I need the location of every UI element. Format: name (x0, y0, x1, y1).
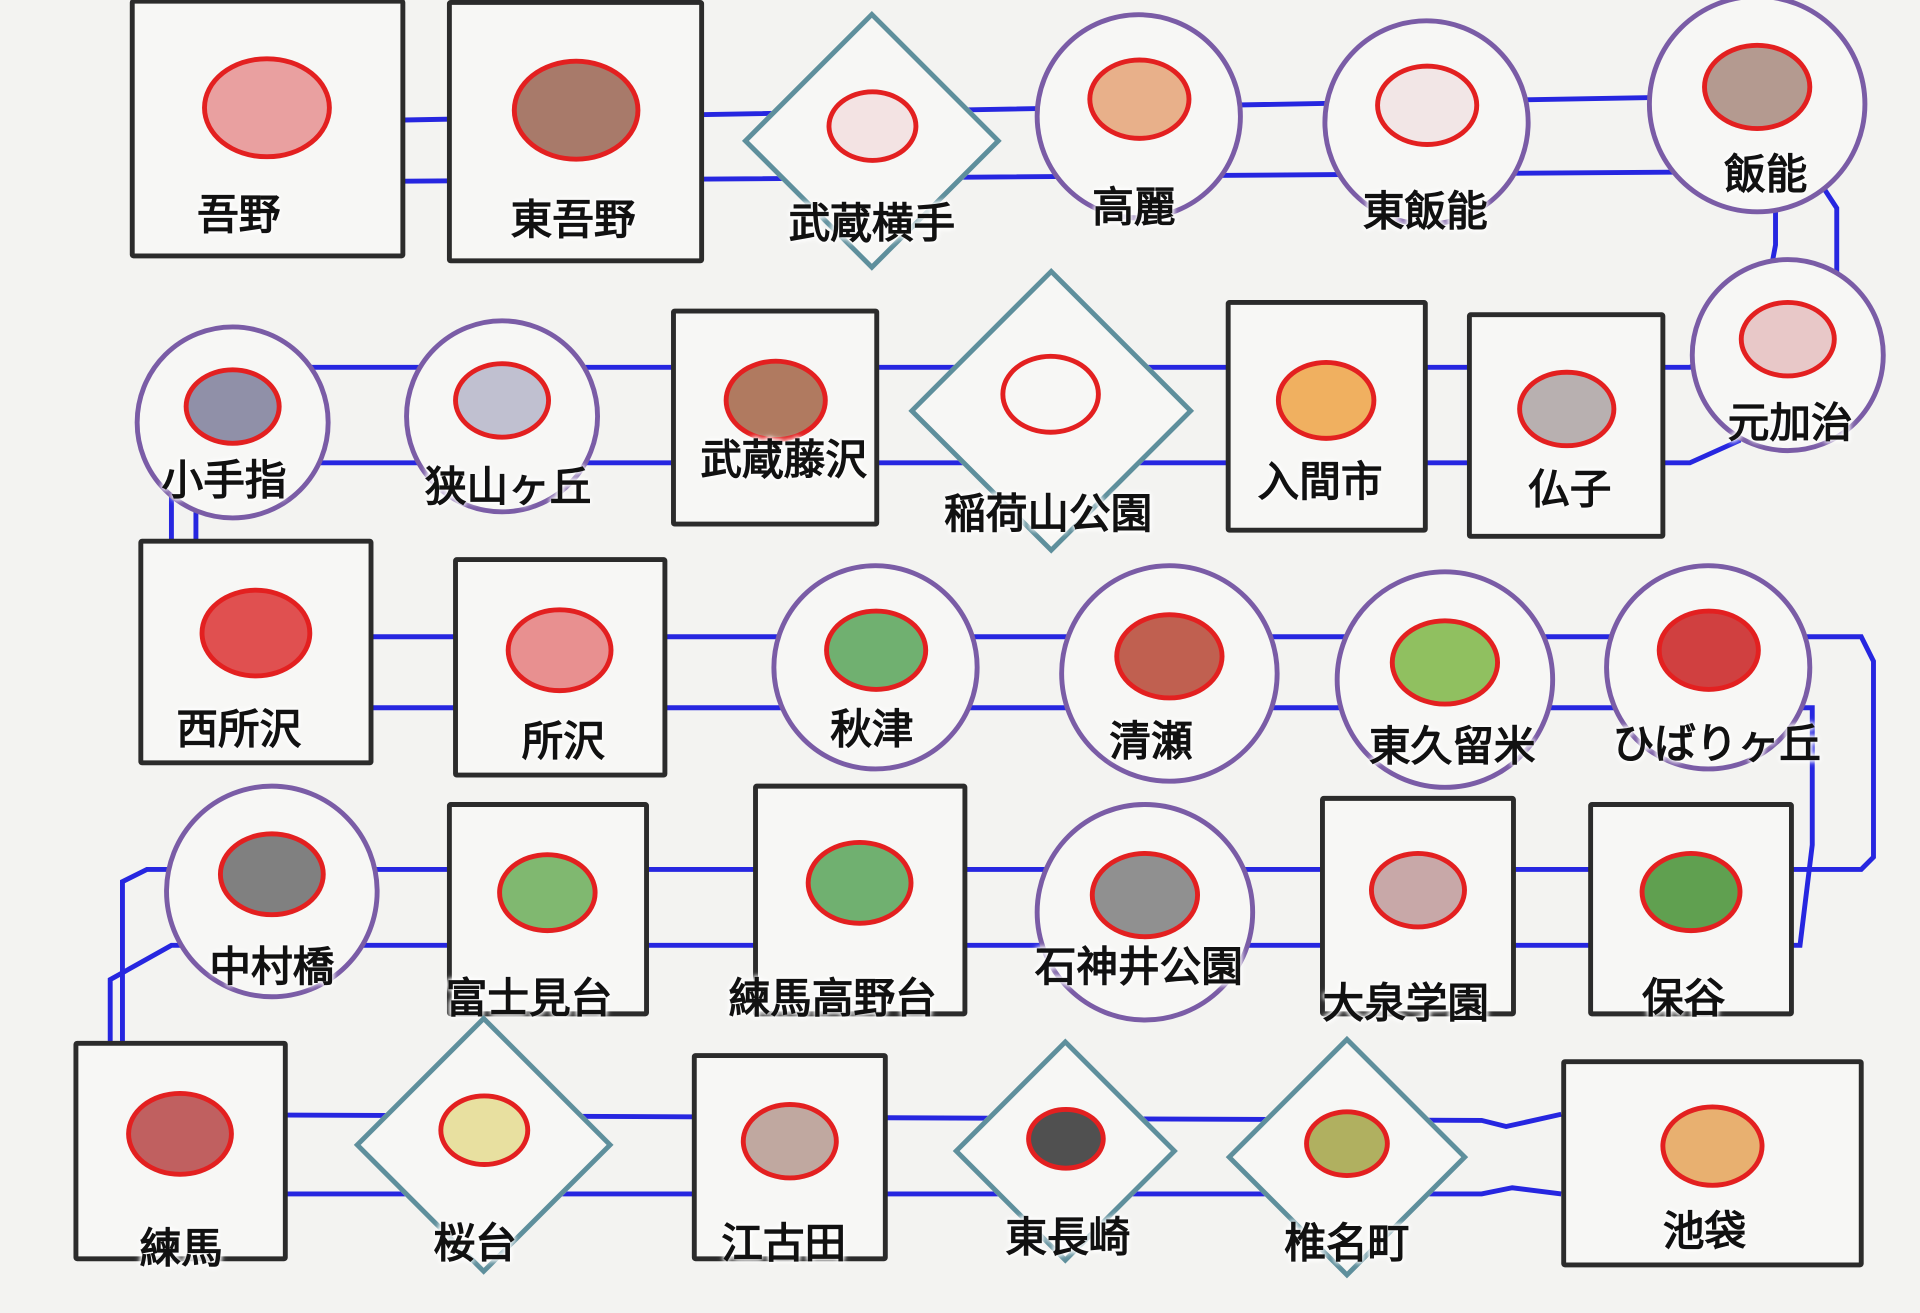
station-name: 練馬高野台 (728, 974, 937, 1024)
station-illustration-icon (506, 607, 614, 694)
station-illustration-icon (1086, 58, 1191, 142)
square-frame (1588, 801, 1794, 1016)
station-illustration-icon (1702, 42, 1813, 131)
station-illustration-icon (1656, 609, 1761, 693)
station-name: 武蔵藤沢 (700, 435, 867, 485)
station-name: 稲荷山公園 (944, 489, 1153, 539)
station-illustration-icon (806, 840, 914, 926)
station-name: 東飯能 (1362, 187, 1488, 237)
station-illustration-icon (823, 609, 928, 693)
station-name: 富士見台 (445, 974, 613, 1024)
station-name: 吾野 (197, 191, 281, 241)
station-illustration-icon (1275, 359, 1377, 441)
station-name: 練馬 (139, 1224, 223, 1274)
station-illustration-icon (202, 55, 332, 160)
station-name: 狭山ヶ丘 (424, 462, 592, 512)
station-illustration-icon (217, 831, 326, 918)
station-name: 保谷 (1642, 974, 1726, 1024)
circle-frame (1334, 569, 1556, 790)
station-name: 池袋 (1662, 1207, 1747, 1257)
station-name: 東長崎 (1005, 1213, 1131, 1263)
station-name: 仏子 (1528, 465, 1612, 515)
station-name: 西所沢 (176, 705, 302, 755)
station-illustration-icon (1374, 64, 1479, 148)
station-name: 元加治 (1727, 399, 1853, 449)
station-illustration-icon (1304, 1109, 1390, 1178)
station-name: 武蔵横手 (788, 199, 956, 249)
station-name: 入間市 (1257, 457, 1383, 507)
station-name: 秋津 (830, 705, 914, 755)
station-illustration-icon (1114, 611, 1225, 700)
station-illustration-icon (511, 59, 640, 162)
station-illustration-icon (1639, 850, 1743, 934)
station-illustration-icon (1368, 851, 1467, 930)
station-illustration-icon (126, 1091, 234, 1177)
station-name: 清瀬 (1109, 717, 1193, 767)
square-frame (671, 308, 880, 527)
station-name: 中村橋 (209, 942, 335, 992)
station-illustration-icon (437, 1093, 530, 1167)
square-frame (691, 1053, 888, 1262)
station-name: 江古田 (721, 1219, 847, 1269)
circle-frame (1059, 563, 1280, 784)
station-name: 大泉学園 (1322, 979, 1489, 1029)
station-illustration-icon (1025, 1106, 1106, 1171)
station-name: ひばりヶ丘 (1612, 720, 1821, 769)
station-illustration-icon (723, 359, 828, 443)
station-illustration-icon (496, 852, 598, 933)
station-name: 石神井公園 (1034, 942, 1243, 992)
station-name: 東久留米 (1368, 722, 1536, 772)
station-illustration-icon (1389, 617, 1501, 707)
station-illustration-icon (1659, 1104, 1764, 1189)
station-illustration-icon (825, 89, 918, 163)
station-name: 東吾野 (510, 195, 636, 245)
station-name: 椎名町 (1284, 1219, 1410, 1269)
station-illustration-icon (1089, 850, 1201, 939)
station-name: 小手指 (161, 456, 287, 506)
station-illustration-icon (1000, 353, 1102, 435)
station-name: 所沢 (521, 717, 605, 767)
station-name: 飯能 (1724, 150, 1808, 200)
circle-frame (1034, 12, 1243, 221)
station-illustration-icon (740, 1102, 839, 1181)
station-illustration-icon (199, 587, 313, 679)
station-illustration-icon (1516, 369, 1616, 449)
station-illustration-icon (1738, 300, 1837, 379)
station-name: 桜台 (433, 1219, 517, 1269)
station-name: 高麗 (1092, 183, 1176, 233)
station-illustration-icon (453, 361, 552, 440)
station-illustration-icon (183, 367, 282, 446)
